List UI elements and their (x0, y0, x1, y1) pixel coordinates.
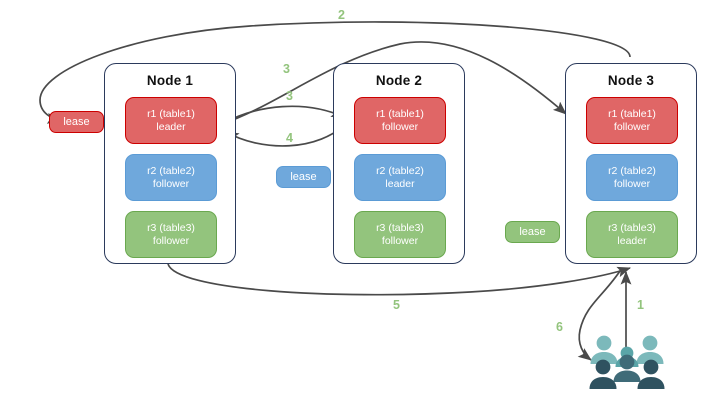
step-label-1: 1 (637, 298, 644, 312)
people-group-icon (589, 335, 665, 389)
node-1[interactable]: Node 1 r1 (table1) leader r2 (table2) fo… (104, 63, 236, 264)
step-label-6: 6 (556, 320, 563, 334)
node-1-replica-r3[interactable]: r3 (table3) follower (125, 211, 217, 258)
edge-2-node3-to-lease1 (39, 21, 631, 124)
node-2-replica-r1-name: r1 (table1) (376, 107, 424, 120)
node-3-replica-r1-name: r1 (table1) (608, 107, 656, 120)
node-3-replica-r3[interactable]: r3 (table3) leader (586, 211, 678, 258)
node-2-title: Node 2 (375, 73, 423, 88)
node-2-replica-r3[interactable]: r3 (table3) follower (354, 211, 446, 258)
node-2-replica-r2[interactable]: r2 (table2) leader (354, 154, 446, 201)
node-2-replica-r2-role: leader (385, 177, 415, 190)
node-3-title: Node 3 (607, 73, 655, 88)
node-3-replica-r1-role: follower (613, 120, 651, 133)
node-2-replica-r3-name: r3 (table3) (376, 221, 424, 234)
node-1-replica-r1-role: leader (156, 120, 186, 133)
node-3-replica-r3-name: r3 (table3) (608, 221, 656, 234)
node-3-replica-r2-name: r2 (table2) (608, 164, 656, 177)
node-1-title: Node 1 (146, 73, 194, 88)
step-label-2: 2 (338, 8, 345, 22)
edge-6-node3-to-client (577, 267, 623, 361)
node-3-replica-r1[interactable]: r1 (table1) follower (586, 97, 678, 144)
node-1-replica-r3-name: r3 (table3) (147, 221, 195, 234)
step-label-3a: 3 (283, 62, 290, 76)
step-label-5: 5 (393, 298, 400, 312)
edge-3-node1-to-node2 (221, 105, 345, 125)
node-2-replica-r1[interactable]: r1 (table1) follower (354, 97, 446, 144)
node-1-replica-r1[interactable]: r1 (table1) leader (125, 97, 217, 144)
edge-5-node1-to-node3 (167, 263, 631, 296)
lease-badge-table1[interactable]: lease (49, 111, 104, 133)
step-label-3b: 3 (286, 89, 293, 103)
node-2[interactable]: Node 2 r1 (table1) follower r2 (table2) … (333, 63, 465, 264)
node-1-replica-r1-name: r1 (table1) (147, 107, 195, 120)
node-3[interactable]: Node 3 r1 (table1) follower r2 (table2) … (565, 63, 697, 264)
node-2-replica-r1-role: follower (381, 120, 419, 133)
lease-badge-table3[interactable]: lease (505, 221, 560, 243)
node-1-replica-r3-role: follower (152, 234, 190, 247)
step-label-4: 4 (286, 131, 293, 145)
lease-badge-table2[interactable]: lease (276, 166, 331, 188)
edge-3-node1-to-node3 (221, 41, 567, 125)
node-3-replica-r2[interactable]: r2 (table2) follower (586, 154, 678, 201)
node-3-replica-r3-role: leader (617, 234, 647, 247)
node-1-replica-r2-role: follower (152, 177, 190, 190)
node-1-replica-r2[interactable]: r2 (table2) follower (125, 154, 217, 201)
node-1-replica-r2-name: r2 (table2) (147, 164, 195, 177)
node-2-replica-r3-role: follower (381, 234, 419, 247)
node-3-replica-r2-role: follower (613, 177, 651, 190)
node-2-replica-r2-name: r2 (table2) (376, 164, 424, 177)
